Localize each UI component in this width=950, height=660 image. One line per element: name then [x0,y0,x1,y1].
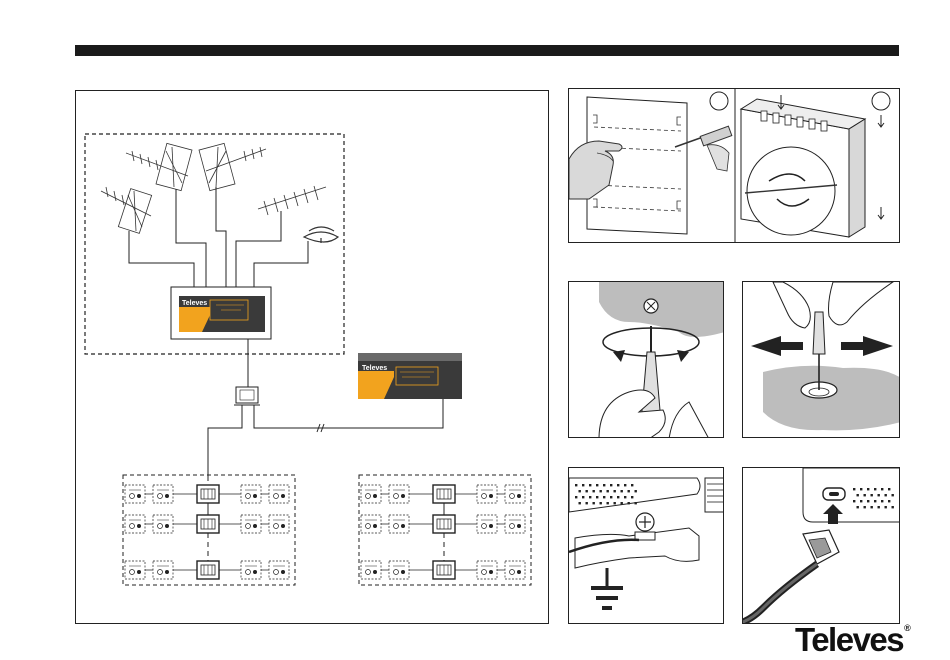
power-connector-illustration [743,468,900,624]
tap-unit-icon [197,485,219,503]
wall-mounting-panel [568,88,900,243]
screw-adjust-panel [568,281,724,438]
tap-unit-icon [197,561,219,579]
outlet-icon [505,515,525,533]
antenna-cables [129,187,308,289]
power-connector-panel [742,467,900,624]
outlet-icon [125,515,145,533]
outlet-icon [477,515,497,533]
amplifier-icon: Televes [171,287,271,339]
header-bar [75,45,899,56]
antenna-icon [101,187,152,233]
outlet-icon [153,561,173,579]
outlet-icon [241,561,261,579]
outlet-icon [269,485,289,503]
tap-unit-icon [197,515,219,533]
outlet-icon [361,515,381,533]
tap-unit-icon [433,485,455,503]
step-b-marker [872,92,890,110]
outlet-icon [269,515,289,533]
hand-icon [773,282,893,328]
antenna-icon [126,143,192,190]
hand-icon [599,390,709,438]
step-a-marker [710,92,728,110]
outlet-icon [389,515,409,533]
brand-logo: Televes® [795,622,915,658]
amplifier-secondary-label: Televes [362,365,387,372]
brand-logo-text: Televes [795,621,903,658]
arrow-right-icon [841,336,893,356]
outlet-icon [153,515,173,533]
installation-diagram: Televes Televes [76,91,549,624]
outlet-icon [241,515,261,533]
power-connector-icon [743,530,839,622]
outlet-icon [389,485,409,503]
pull-apart-illustration [743,282,900,438]
outlet-icon [477,485,497,503]
antenna-icon [304,227,338,243]
brand-registered-mark: ® [904,623,911,633]
antenna-icon [199,143,266,190]
amplifier-icon: Televes [358,353,462,399]
outlet-grid-left [125,485,289,579]
outlet-icon [505,485,525,503]
antenna-icon [258,186,326,215]
tap-unit-icon [433,561,455,579]
tap-unit-icon [433,515,455,533]
outlet-icon [241,485,261,503]
outlet-icon [361,485,381,503]
outlet-icon [153,485,173,503]
outlet-icon [361,561,381,579]
screw-adjust-illustration [569,282,724,438]
grounding-illustration [569,468,724,624]
outlet-icon [125,561,145,579]
outlet-icon [269,561,289,579]
outlet-icon [389,561,409,579]
splitter-icon [234,387,260,405]
arrow-left-icon [751,336,803,356]
wall-mounting-illustration [569,89,900,243]
outlet-grid-right [361,485,525,579]
grounding-panel [568,467,724,624]
amplifier-main-label: Televes [182,300,207,307]
outlet-icon [125,485,145,503]
outlet-icon [477,561,497,579]
outlet-icon [505,561,525,579]
pull-apart-panel [742,281,900,438]
installation-diagram-panel: Televes Televes [75,90,549,624]
